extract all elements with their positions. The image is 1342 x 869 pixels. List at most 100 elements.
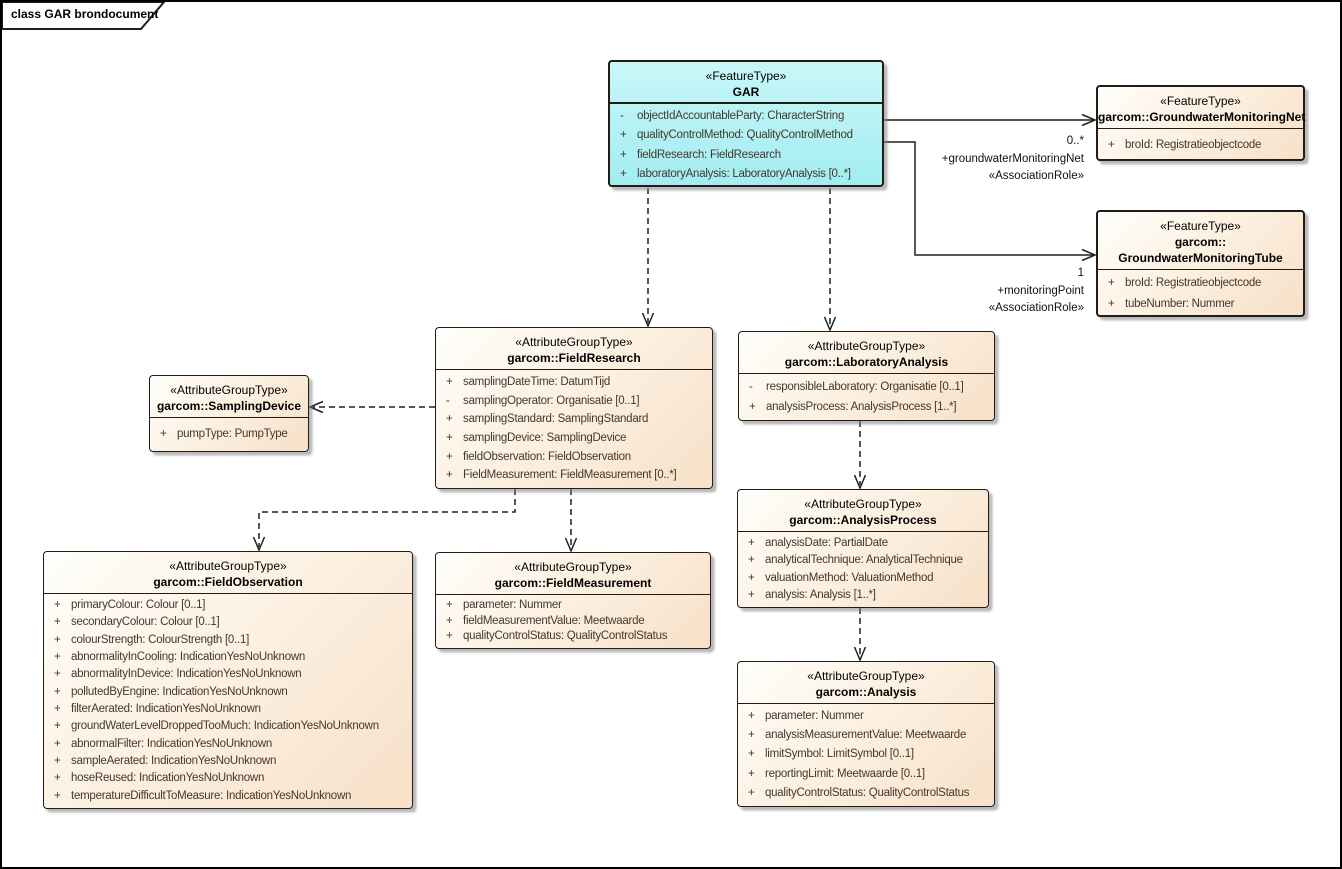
visibility-sign: + [748,554,755,567]
attribute-row[interactable]: +parameter: Nummer [738,707,994,726]
attribute-row[interactable]: +filterAerated: IndicationYesNoUnknown [44,701,412,718]
attribute-row[interactable]: +reportingLimit: Meetwaarde [0..1] [738,765,994,784]
dependency-analysis-process-analysis[interactable] [853,608,867,662]
attribute-row[interactable]: +valuationMethod: ValuationMethod [738,570,988,587]
attribute-row[interactable]: + samplingDateTime: DatumTijd [436,373,712,392]
attribute-row[interactable]: +temperatureDifficultToMeasure: Indicati… [44,788,412,805]
class-analysis[interactable]: «AttributeGroupType»garcom::Analysis+par… [737,661,995,807]
attribute-row[interactable]: +pumpType: PumpType [150,421,308,448]
stereotype-label: «FeatureType» [1160,94,1241,108]
visibility-sign: + [54,633,61,646]
attribute-row[interactable]: +hoseReused: IndicationYesNoUnknown [44,770,412,787]
attribute-text: samplingStandard: SamplingStandard [463,413,649,426]
class-header: «FeatureType»GAR [610,62,882,104]
visibility-sign: + [446,469,453,482]
attribute-text: samplingDateTime: DatumTijd [463,376,611,388]
attribute-row[interactable]: +abnormalFilter: IndicationYesNoUnknown [44,736,412,753]
attribute-row[interactable]: +laboratoryAnalysis: LaboratoryAnalysis … [610,165,882,184]
dependency-laboratory-analysis-analysis-process[interactable] [853,421,867,490]
association-gar-groundwater-monitoring-net[interactable] [884,113,1097,127]
attribute-row[interactable]: +fieldResearch: FieldResearch [610,146,882,165]
frame-title-tab [2,2,166,30]
stereotype-label: «AttributeGroupType» [170,383,288,397]
stereotype-label: «FeatureType» [1160,219,1241,233]
open-arrowhead [308,400,324,414]
class-header: «FeatureType»garcom::GroundwaterMonitori… [1098,212,1303,270]
attribute-text: fieldResearch: FieldResearch [637,148,781,161]
role-name-label: +monitoringPoint [997,284,1084,297]
attribute-row[interactable]: +pollutedByEngine: IndicationYesNoUnknow… [44,684,412,701]
open-arrowhead [641,312,655,328]
visibility-sign: + [748,786,755,799]
dependency-field-research-field-measurement[interactable] [564,489,578,553]
attribute-row[interactable]: + analysisDate: PartialDate [738,535,988,552]
attribute-row[interactable]: +analysisProcess: AnalysisProcess [1..*] [739,397,994,417]
attribute-row[interactable]: +FieldMeasurement: FieldMeasurement [0..… [436,466,712,485]
visibility-sign: + [446,376,453,388]
dependency-field-research-field-observation[interactable] [252,489,516,552]
class-name: garcom::FieldObservation [153,575,303,589]
attribute-text: pollutedByEngine: IndicationYesNoUnknown [71,685,288,698]
attribute-row[interactable]: +fieldObservation: FieldObservation [436,448,712,467]
attribute-text: sampleAerated: IndicationYesNoUnknown [71,754,277,767]
attributes-compartment: +broId: Registratieobjectcode [1098,129,1303,158]
open-arrowhead [564,537,578,553]
class-name: GAR [732,85,760,99]
visibility-sign: + [748,571,755,584]
association-gar-groundwater-monitoring-tube[interactable] [884,141,1097,262]
dependency-gar-laboratory-analysis[interactable] [823,188,837,332]
visibility-sign: + [748,748,755,761]
class-groundwater-monitoring-tube[interactable]: «FeatureType»garcom::GroundwaterMonitori… [1096,210,1305,317]
attribute-row[interactable]: +qualityControlMethod: QualityControlMet… [610,126,882,145]
attribute-row[interactable]: -responsibleLaboratory: Organisatie [0..… [739,377,994,397]
class-laboratory-analysis[interactable]: «AttributeGroupType»garcom::LaboratoryAn… [738,331,995,421]
attribute-row[interactable]: +samplingStandard: SamplingStandard [436,410,712,429]
attribute-row[interactable]: +abnormalityInCooling: IndicationYesNoUn… [44,649,412,666]
class-field-observation[interactable]: «AttributeGroupType»garcom::FieldObserva… [43,551,413,809]
attribute-row[interactable]: +groundWaterLevelDroppedTooMuch: Indicat… [44,718,412,735]
class-sampling-device[interactable]: «AttributeGroupType»garcom::SamplingDevi… [149,375,309,452]
visibility-sign: + [1108,277,1115,289]
attribute-row[interactable]: + sampleAerated: IndicationYesNoUnknown [44,753,412,770]
attribute-row[interactable]: +parameter: Nummer [436,598,710,614]
class-field-research[interactable]: «AttributeGroupType»garcom::FieldResearc… [435,327,713,489]
dependency-gar-field-research[interactable] [641,188,655,328]
attribute-row[interactable]: +tubeNumber: Nummer [1098,294,1303,315]
dependency-field-research-sampling-device[interactable] [308,400,435,414]
attribute-row[interactable]: +qualityControlStatus: QualityControlSta… [436,629,710,645]
attribute-row[interactable]: + colourStrength: ColourStrength [0..1] [44,632,412,649]
attribute-row[interactable]: +broId: Registratieobjectcode [1098,132,1303,158]
attribute-row[interactable]: -samplingOperator: Organisatie [0..1] [436,392,712,411]
class-groundwater-monitoring-net[interactable]: «FeatureType»garcom::GroundwaterMonitori… [1096,85,1305,161]
attribute-row[interactable]: +limitSymbol: LimitSymbol [0..1] [738,745,994,764]
attribute-row[interactable]: +secondaryColour: Colour [0..1] [44,614,412,631]
class-header: «AttributeGroupType»garcom::LaboratoryAn… [739,332,994,374]
attribute-row[interactable]: +analyticalTechnique: AnalyticalTechniqu… [738,552,988,569]
attribute-row[interactable]: +analysis: Analysis [1..*] [738,587,988,604]
attribute-row[interactable]: +abnormalityInDevice: IndicationYesNoUnk… [44,666,412,683]
multiplicity-label: 1 [1077,267,1084,279]
attribute-text: samplingDevice: SamplingDevice [463,431,627,444]
attribute-text: abnormalityInCooling: IndicationYesNoUnk… [71,650,306,663]
attribute-row[interactable]: +broId: Registratieobjectcode [1098,273,1303,294]
attribute-row[interactable]: -objectIdAccountableParty: CharacterStri… [610,107,882,126]
stereotype-label: «AttributeGroupType» [804,497,922,511]
class-gar[interactable]: «FeatureType»GAR -objectIdAccountablePart… [608,60,884,187]
class-analysis-process[interactable]: «AttributeGroupType»garcom::AnalysisProc… [737,489,989,608]
attribute-text: analysisDate: PartialDate [765,537,888,549]
attribute-row[interactable]: +samplingDevice: SamplingDevice [436,429,712,448]
visibility-sign: + [54,754,61,767]
attribute-row[interactable]: +qualityControlStatus: QualityControlSta… [738,784,994,803]
visibility-sign: + [748,767,755,780]
stereotype-label: «AttributeGroupType» [807,669,925,683]
attribute-text: hoseReused: IndicationYesNoUnknown [71,772,265,785]
attribute-row[interactable]: +fieldMeasurementValue: Meetwaarde [436,614,710,630]
attribute-row[interactable]: +analysisMeasurementValue: Meetwaarde [738,726,994,745]
visibility-sign: + [748,537,755,549]
open-arrowhead [252,536,266,552]
attribute-text: abnormalityInDevice: IndicationYesNoUnkn… [71,668,302,681]
class-field-measurement[interactable]: «AttributeGroupType»garcom::FieldMeasure… [435,552,711,649]
attribute-row[interactable]: +primaryColour: Colour [0..1] [44,597,412,614]
visibility-sign: + [620,129,627,142]
attribute-text: colourStrength: ColourStrength [0..1] [71,633,250,646]
